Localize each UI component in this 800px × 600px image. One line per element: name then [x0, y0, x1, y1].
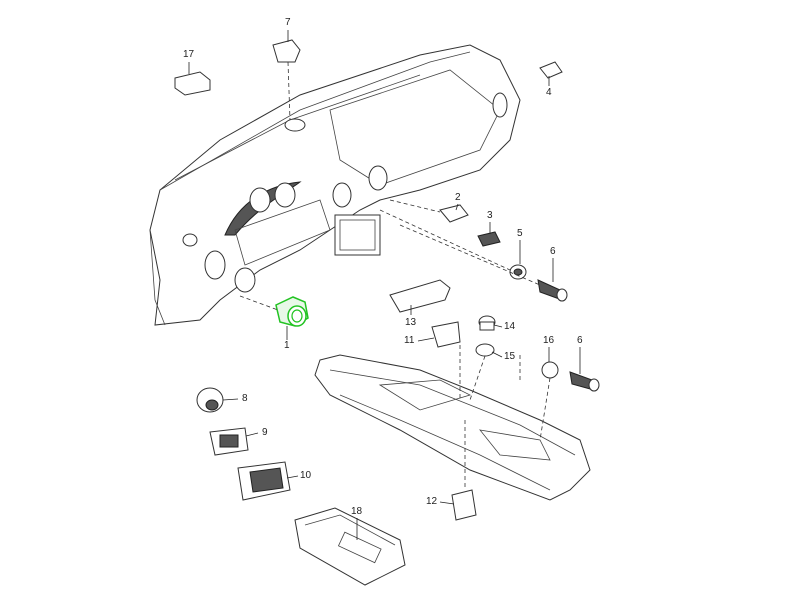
callout-4[interactable]: 4 — [546, 87, 552, 98]
part-11 — [431, 321, 461, 348]
callout-5[interactable]: 5 — [517, 228, 523, 239]
callout-13[interactable]: 13 — [405, 317, 417, 328]
callout-17[interactable]: 17 — [183, 49, 195, 60]
center-console — [314, 354, 591, 501]
part-18 — [294, 507, 406, 586]
callout-3[interactable]: 3 — [487, 210, 493, 221]
callout-6[interactable]: 6 — [550, 246, 556, 257]
callout-16[interactable]: 16 — [543, 335, 555, 346]
callout-15[interactable]: 15 — [504, 351, 516, 362]
part-3 — [477, 231, 501, 247]
part-12 — [451, 489, 477, 521]
callout-10[interactable]: 10 — [300, 470, 312, 481]
part-15 — [475, 343, 495, 357]
part-1-highlighted[interactable] — [275, 296, 309, 327]
callout-11[interactable]: 11 — [404, 335, 415, 346]
part-10 — [237, 461, 291, 501]
callout-9[interactable]: 9 — [262, 427, 268, 438]
part-5 — [509, 264, 527, 280]
callout-1[interactable]: 1 — [284, 340, 290, 351]
dashboard-panel — [149, 44, 521, 326]
callout-14[interactable]: 14 — [504, 321, 516, 332]
part-6a — [537, 279, 568, 302]
part-2 — [439, 204, 469, 223]
callout-7[interactable]: 7 — [285, 17, 291, 28]
callout-8[interactable]: 8 — [242, 393, 248, 404]
callout-18[interactable]: 18 — [351, 506, 363, 517]
part-13 — [389, 279, 451, 313]
callout-2[interactable]: 2 — [455, 192, 461, 203]
part-6b — [569, 371, 600, 392]
part-14 — [478, 315, 496, 331]
callout-12[interactable]: 12 — [426, 496, 438, 507]
part-8 — [196, 387, 224, 413]
part-4 — [539, 61, 563, 79]
part-16 — [541, 361, 559, 379]
part-9 — [209, 427, 249, 456]
callout-6-lower[interactable]: 6 — [577, 335, 583, 346]
leader-lines — [188, 30, 581, 540]
part-17 — [174, 71, 211, 96]
part-7 — [272, 39, 301, 63]
